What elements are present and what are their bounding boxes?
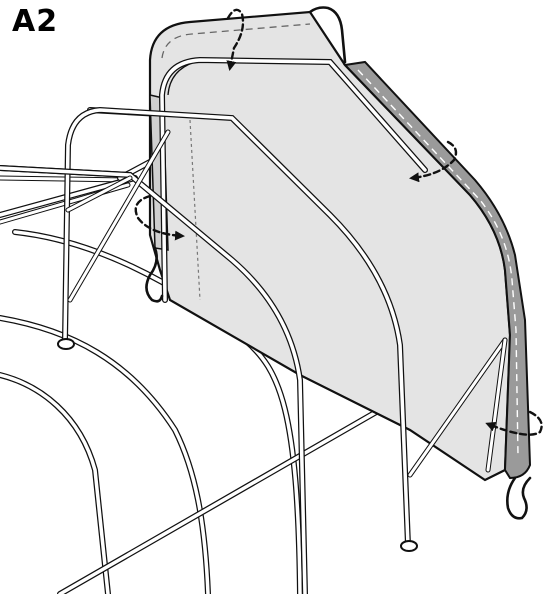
fold-arrow-seam xyxy=(409,140,458,183)
fold-arrows xyxy=(134,8,543,436)
brace-3 xyxy=(407,337,508,478)
arch-middle xyxy=(0,165,308,597)
fold-arrow-left xyxy=(134,194,185,241)
brace-1 xyxy=(67,129,171,303)
bungee-cord-top xyxy=(308,6,347,64)
brace-4 xyxy=(485,337,508,473)
ground-foot xyxy=(400,540,418,552)
zipper-track xyxy=(357,69,519,456)
end-panel xyxy=(148,10,532,482)
fold-arrow-bottom xyxy=(485,410,543,436)
ground-feet xyxy=(57,338,418,552)
corner-braces xyxy=(65,129,508,478)
arch-far-2 xyxy=(0,315,211,597)
bungee-hook-right xyxy=(506,476,532,520)
ground-foot xyxy=(57,338,75,350)
front-arch xyxy=(158,56,428,303)
arch-near-end xyxy=(62,106,411,548)
zipper-seam xyxy=(342,60,532,480)
step-label: A2 xyxy=(12,4,59,39)
purlin-top-2 xyxy=(0,175,131,183)
arch-far-1 xyxy=(0,372,111,597)
arch-far-4 xyxy=(0,222,172,594)
panel-hem xyxy=(161,23,311,59)
fold-arrow-top xyxy=(226,8,245,71)
bungee-hook-left xyxy=(145,246,164,303)
bungee-cords xyxy=(145,6,532,520)
brace-2 xyxy=(65,175,133,213)
